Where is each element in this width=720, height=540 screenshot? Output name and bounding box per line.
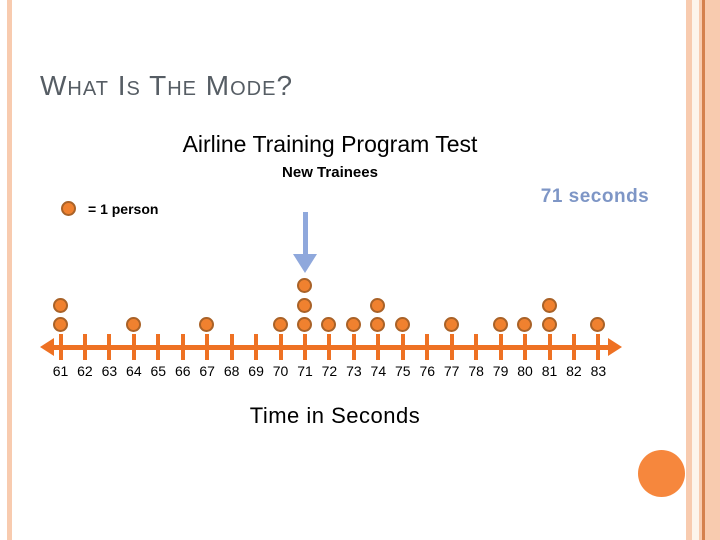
- data-dot: [199, 317, 215, 332]
- axis-tick: [376, 334, 381, 360]
- data-dot: [297, 297, 312, 313]
- data-dot: [297, 317, 312, 332]
- arrow-head: [293, 254, 317, 273]
- arrow-shaft: [303, 212, 308, 256]
- data-dot: [321, 317, 337, 332]
- data-dot: [345, 317, 361, 332]
- axis-tick: [547, 334, 552, 360]
- axis-tick-label: 62: [77, 363, 93, 379]
- axis-tick: [425, 334, 430, 360]
- axis-tick-label: 82: [566, 363, 582, 379]
- axis-tick-label: 69: [248, 363, 264, 379]
- axis-tick: [327, 334, 332, 360]
- data-dot: [590, 317, 606, 332]
- left-arrowhead-icon: [40, 338, 54, 356]
- right-edge-stripe: [702, 0, 705, 540]
- right-edge-stripe: [692, 0, 699, 540]
- axis-tick-label: 73: [346, 363, 362, 379]
- axis-tick: [303, 334, 307, 360]
- slide-title: What Is The Mode?: [40, 70, 294, 101]
- axis-tick: [449, 334, 454, 360]
- axis-tick: [400, 334, 405, 360]
- axis-tick: [596, 334, 601, 360]
- right-edge-stripe: [705, 0, 720, 540]
- axis-tick-label: 79: [492, 363, 509, 379]
- dot-plot: 61 62 63 64 65 66 67 68 69 70 71 72 73 74 75 76 77 78 79 80…: [40, 268, 650, 393]
- axis-tick: [107, 334, 112, 360]
- axis-tick-label: 75: [395, 363, 411, 379]
- axis-tick-label: 68: [223, 363, 240, 379]
- axis-tick: [254, 334, 259, 360]
- axis-tick-label: 61: [52, 363, 69, 379]
- data-dot: [125, 317, 141, 332]
- legend-label: = 1 person: [88, 201, 159, 217]
- axis-tick-label: 77: [443, 363, 460, 379]
- data-dot: [52, 317, 68, 332]
- left-edge-stripe: [7, 0, 12, 540]
- axis-tick-label: 76: [419, 363, 436, 379]
- mode-answer-text: 71 seconds: [540, 186, 650, 207]
- data-dot: [272, 317, 288, 332]
- axis-tick: [156, 334, 161, 360]
- chart-title: Airline Training Program Test: [182, 131, 478, 157]
- data-dot: [394, 317, 410, 332]
- x-axis-label: Time in Seconds: [249, 403, 421, 428]
- axis-tick-label: 63: [101, 363, 118, 379]
- data-dot: [541, 297, 557, 313]
- theme-corner-circle: [638, 450, 685, 497]
- data-dot: [443, 317, 459, 332]
- axis-tick: [474, 334, 479, 360]
- axis-tick: [351, 334, 356, 360]
- data-dot: [370, 317, 386, 332]
- axis-tick-label: 83: [590, 363, 607, 379]
- axis-tick: [205, 334, 210, 360]
- axis-tick: [180, 334, 185, 360]
- axis-tick-label: 81: [541, 363, 558, 379]
- data-dot: [370, 297, 386, 313]
- axis-tick: [498, 334, 503, 360]
- right-edge-stripe: [699, 0, 702, 540]
- axis-tick-label: 80: [517, 363, 533, 379]
- axis-tick: [229, 334, 234, 360]
- right-edge-stripe: [686, 0, 692, 540]
- axis-tick: [523, 334, 528, 360]
- axis-tick-label: 64: [126, 363, 142, 379]
- axis-tick: [58, 334, 63, 360]
- axis-tick: [571, 334, 576, 360]
- right-arrowhead-icon: [608, 338, 622, 356]
- axis-tick: [278, 334, 283, 360]
- data-dot: [492, 317, 508, 332]
- data-dot: [541, 317, 557, 332]
- axis-tick-label: 70: [272, 363, 289, 379]
- legend: = 1 person: [61, 201, 261, 221]
- axis-tick: [131, 334, 136, 360]
- axis-tick-label: 74: [370, 363, 387, 379]
- chart-subtitle: New Trainees: [282, 164, 378, 181]
- axis-tick: [82, 334, 87, 360]
- axis-tick-label: 65: [150, 363, 167, 379]
- axis-tick-label: 66: [174, 363, 191, 379]
- axis-tick-label: 71: [297, 363, 313, 379]
- axis-tick-label: 78: [468, 363, 484, 379]
- axis-tick-label: 72: [321, 363, 338, 379]
- data-dot: [297, 278, 312, 293]
- data-dot: [517, 317, 533, 332]
- axis-tick-label: 67: [199, 363, 215, 379]
- data-dot: [52, 297, 68, 313]
- legend-dot-icon: [61, 201, 76, 216]
